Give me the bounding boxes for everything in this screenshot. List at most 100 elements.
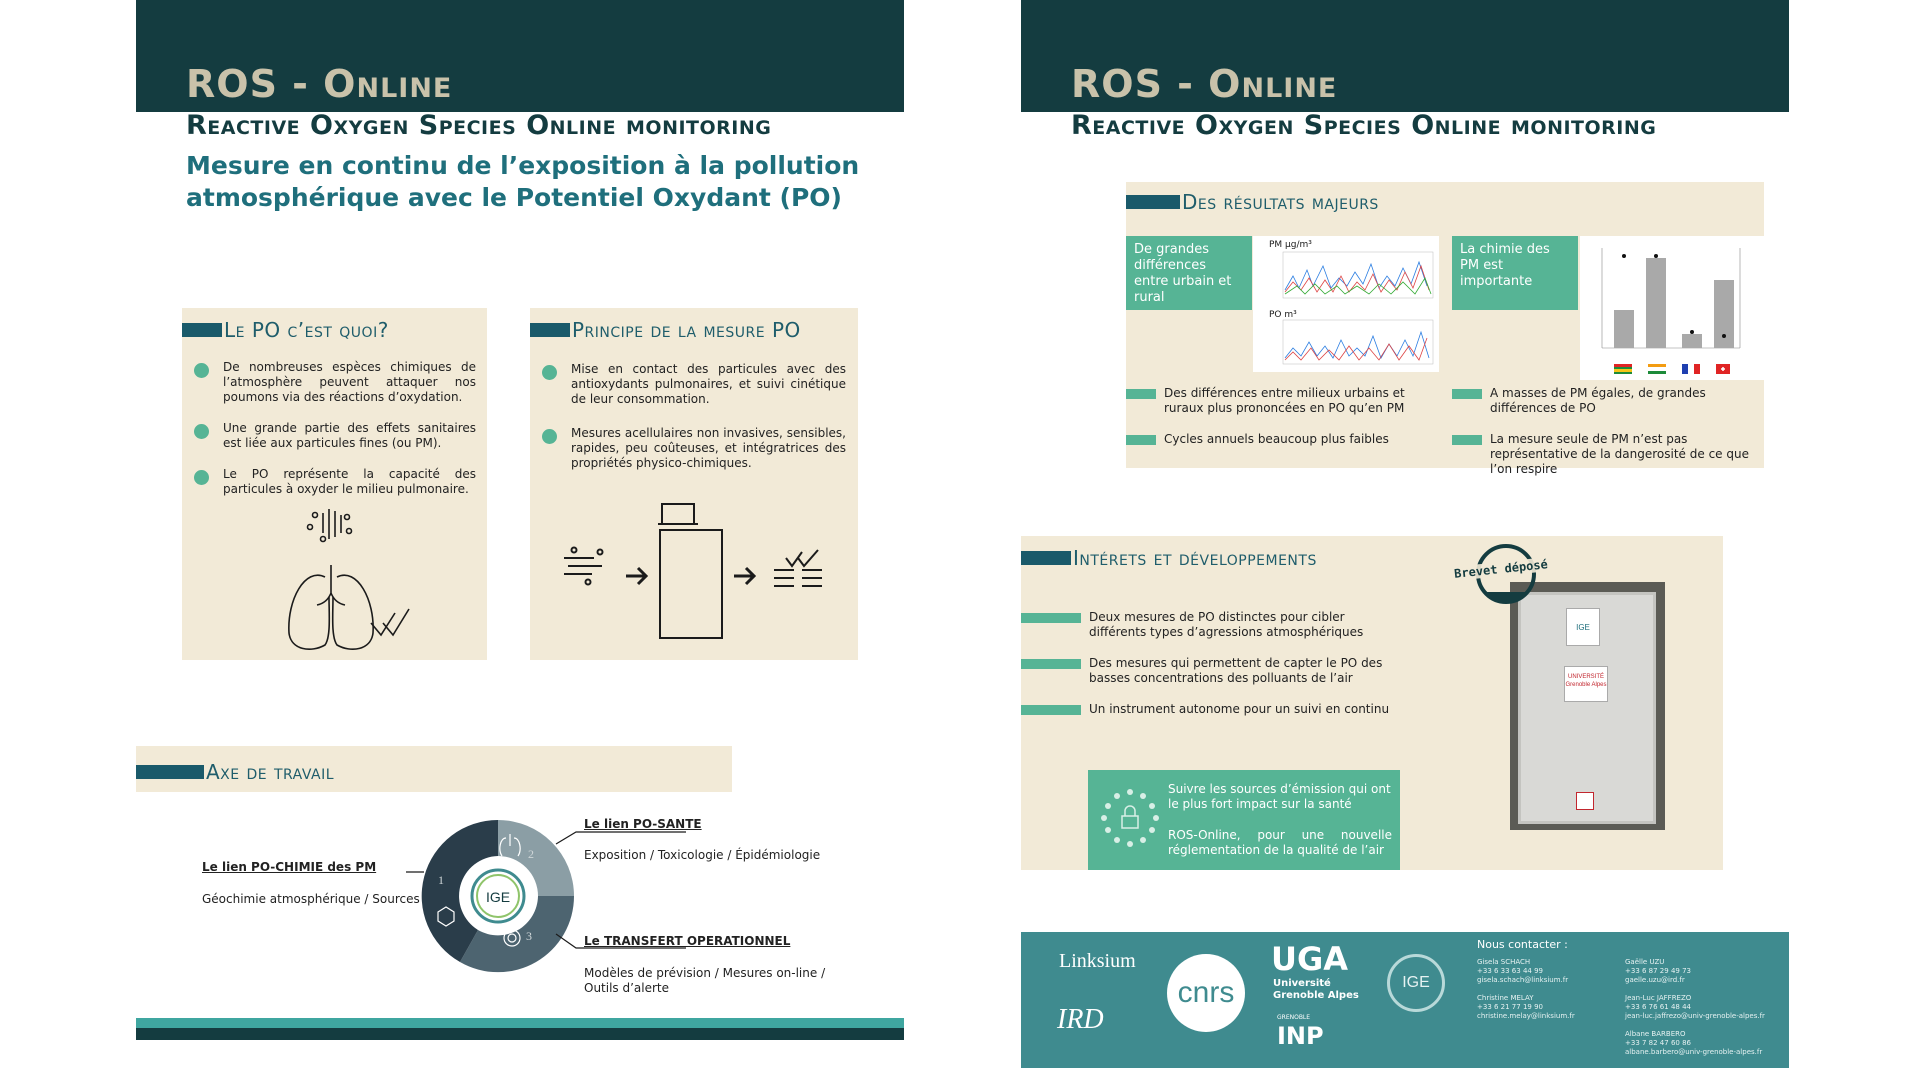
section-bar xyxy=(1126,195,1180,209)
transfert-title: Le TRANSFERT OPERATIONNEL xyxy=(584,934,791,948)
green-bar-marker xyxy=(1126,435,1156,445)
interets-item-3: Un instrument autonome pour un suivi en … xyxy=(1021,702,1401,717)
left-footer-stripe-light xyxy=(136,1018,904,1028)
po-bullet-2: Une grande partie des effets sanitaires … xyxy=(194,421,476,451)
link-chimie-title: Le lien PO-CHIMIE des PM xyxy=(202,860,377,874)
resultats-box-chimie: La chimie des PM est importante xyxy=(1452,236,1578,310)
principe-bullet-1: Mise en contact des particules avec des … xyxy=(542,362,846,407)
green-bar-marker xyxy=(1452,389,1482,399)
interets-title-text: Intérets et développements xyxy=(1073,546,1317,570)
contact-phone: +33 7 82 47 60 86 xyxy=(1625,1039,1691,1047)
contact-phone: +33 6 76 61 48 44 xyxy=(1625,1003,1691,1011)
axe-section-header xyxy=(136,746,732,792)
resultats-box-urbain-rural: De grandes différences entre urbain et r… xyxy=(1126,236,1252,310)
resultats-right-item-1: A masses de PM égales, de grandes différ… xyxy=(1452,386,1760,416)
principe-section-title-text: Principe de la mesure PO xyxy=(572,318,801,342)
device-logo-sticker: IGE xyxy=(1566,608,1600,646)
contact-name: Jean-Luc JAFFREZO xyxy=(1625,994,1692,1002)
transfert-desc-line1: Modèles de prévision / Mesures on-line / xyxy=(584,966,826,980)
chart-label-pm: PM µg/m³ xyxy=(1269,240,1312,250)
po-bar-chart xyxy=(1601,248,1741,374)
logo-cnrs: cnrs xyxy=(1167,954,1245,1032)
device-uga-sticker: UNIVERSITÉ Grenoble Alpes xyxy=(1564,666,1608,702)
eu-stars-lock-icon xyxy=(1101,789,1159,847)
po-bar-2 xyxy=(1646,258,1666,348)
logo-linksium: Linksium xyxy=(1059,950,1136,972)
logo-ige-text: IGE xyxy=(1402,974,1430,991)
right-poster-title: ROS - Online xyxy=(1071,62,1338,106)
contact-phone: +33 6 87 29 49 73 xyxy=(1625,967,1691,975)
contact-name: Albane BARBERO xyxy=(1625,1030,1686,1038)
green-bar-marker xyxy=(1021,705,1081,715)
axe-cycle-diagram: 1 2 3 IGE xyxy=(421,819,575,973)
bullet-dot-icon xyxy=(194,363,209,378)
contact-email[interactable]: gaelle.uzu@ird.fr xyxy=(1625,976,1685,984)
cycle-number-3: 3 xyxy=(526,929,532,943)
section-bar xyxy=(530,323,570,337)
transfert-desc-line2: Outils d’alerte xyxy=(584,981,670,995)
contact-name: Gaëlle UZU xyxy=(1625,958,1665,966)
contact-email[interactable]: gisela.schach@linksium.fr xyxy=(1477,976,1569,984)
contact-3: Jean-Luc JAFFREZO +33 6 76 61 48 44 jean… xyxy=(1625,994,1765,1021)
link-sante-desc: Exposition / Toxicologie / Épidémiologie xyxy=(584,848,821,862)
logo-inp-top: GRENOBLE xyxy=(1277,1014,1311,1021)
principe-section-title: Des résultats majeurs Principe de la mes… xyxy=(530,318,801,342)
interets-text-3: Un instrument autonome pour un suivi en … xyxy=(1089,702,1390,716)
chart-label-po: PO m³ xyxy=(1269,310,1297,320)
tagline-line1: Mesure en continu de l’exposition à la p… xyxy=(186,151,860,180)
contact-2: Gaëlle UZU +33 6 87 29 49 73 gaelle.uzu@… xyxy=(1625,958,1691,985)
link-chimie-desc: Géochimie atmosphérique / Sources xyxy=(202,892,420,906)
section-bar xyxy=(136,765,204,779)
green-bar-marker xyxy=(1452,435,1482,445)
contact-0: Gisela SCHACH +33 6 33 63 44 99 gisela.s… xyxy=(1477,958,1568,985)
interets-item-2: Des mesures qui permettent de capter le … xyxy=(1021,656,1401,686)
po-section-panel xyxy=(182,308,487,660)
left-footer-stripe-dark xyxy=(136,1028,904,1040)
principe-section-panel xyxy=(530,308,858,660)
bullet-dot-icon xyxy=(542,429,557,444)
resultats-left-text-1: Des différences entre milieux urbains et… xyxy=(1164,386,1405,415)
green-bar-marker xyxy=(1126,389,1156,399)
contact-email[interactable]: albane.barbero@univ-grenoble-alpes.fr xyxy=(1625,1048,1763,1056)
left-poster-subtitle: Reactive Oxygen Species Online monitorin… xyxy=(186,110,772,141)
resultats-title: Des résultats majeurs xyxy=(1126,190,1379,214)
contact-title: Nous contacter : xyxy=(1477,938,1568,951)
contact-name: Christine MELAY xyxy=(1477,994,1534,1002)
logo-ird: IRD xyxy=(1057,1004,1104,1035)
contact-footer: Linksium IRD cnrs UGA Université Grenobl… xyxy=(1021,932,1789,1068)
pm-po-timeseries-figure: PM µg/m³ PO m³ xyxy=(1253,236,1439,372)
resultats-left-item-2: Cycles annuels beaucoup plus faibles xyxy=(1126,432,1426,447)
logo-cnrs-text: cnrs xyxy=(1177,976,1235,1009)
po-bullet-text: De nombreuses espèces chimiques de l’atm… xyxy=(223,360,476,404)
resultats-title-text: Des résultats majeurs xyxy=(1182,190,1379,214)
contact-1: Christine MELAY +33 6 21 77 19 90 christ… xyxy=(1477,994,1575,1021)
cycle-number-2: 2 xyxy=(528,847,534,861)
left-header-band xyxy=(136,0,904,112)
measurement-process-icon xyxy=(564,503,822,639)
resultats-left-text-2: Cycles annuels beaucoup plus faibles xyxy=(1164,432,1389,446)
resultats-right-item-2: La mesure seule de PM n’est pas représen… xyxy=(1452,432,1760,477)
contact-name: Gisela SCHACH xyxy=(1477,958,1531,966)
po-bullet-3: Le PO représente la capacité des particu… xyxy=(194,467,476,497)
device-photo: IGE UNIVERSITÉ Grenoble Alpes xyxy=(1510,582,1665,830)
principe-bullet-text: Mise en contact des particules avec des … xyxy=(571,362,846,406)
interets-text-1: Deux mesures de PO distinctes pour cible… xyxy=(1089,610,1364,639)
logo-uga: UGA xyxy=(1271,940,1349,978)
axe-connector-lines xyxy=(406,831,686,949)
device-uga-line2: Grenoble Alpes xyxy=(1565,682,1607,688)
resultats-right-text-1: A masses de PM égales, de grandes différ… xyxy=(1490,386,1706,415)
logo-ige: IGE xyxy=(1387,954,1445,1012)
right-header-band xyxy=(1021,0,1789,112)
logo-uga-sub2: Grenoble Alpes xyxy=(1273,990,1359,1001)
cycle-center-label: IGE xyxy=(486,889,510,905)
principe-bullet-text: Mesures acellulaires non invasives, sens… xyxy=(571,426,846,470)
lungs-icon xyxy=(288,509,410,651)
po-bullet-text: Le PO représente la capacité des particu… xyxy=(223,467,476,496)
po-bar-1 xyxy=(1614,310,1634,348)
contact-email[interactable]: jean-luc.jaffrezo@univ-grenoble-alpes.fr xyxy=(1625,1012,1765,1020)
po-bullet-1: De nombreuses espèces chimiques de l’atm… xyxy=(194,360,476,405)
contact-email[interactable]: christine.melay@linksium.fr xyxy=(1477,1012,1575,1020)
timeseries-lines xyxy=(1282,251,1434,365)
link-sante-title: Le lien PO-SANTE xyxy=(584,817,702,831)
green-bar-marker xyxy=(1021,659,1081,669)
